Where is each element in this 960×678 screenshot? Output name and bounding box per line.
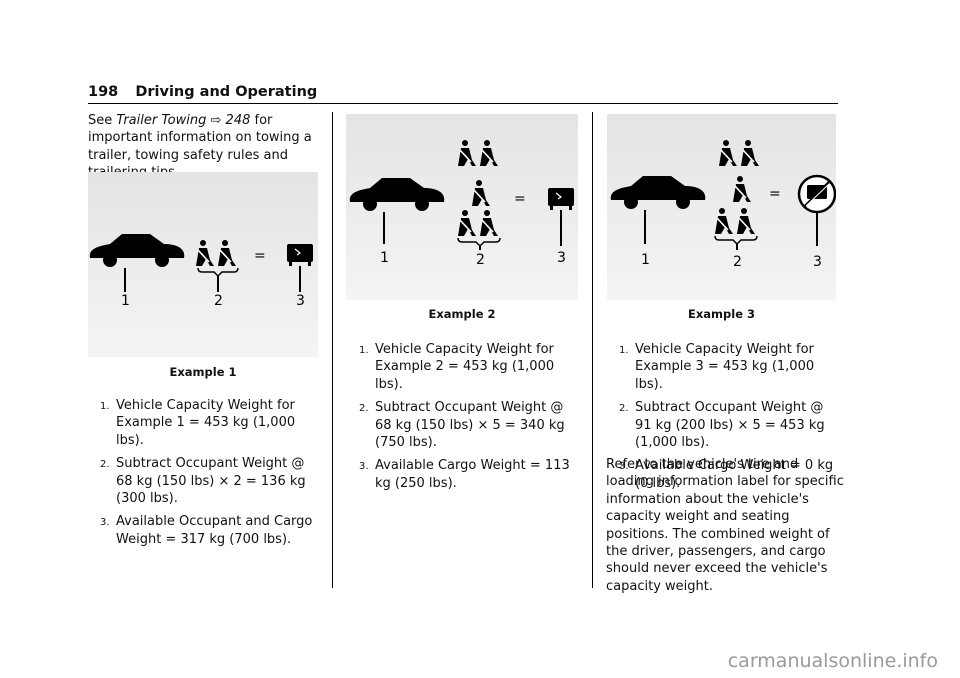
list-item: 2.Subtract Occupant Weight @ 68 kg (150 …	[100, 456, 306, 507]
label-1: 1	[380, 250, 389, 266]
vehicle-icon	[89, 234, 185, 267]
minus-sign: –	[434, 191, 441, 207]
equals-sign: =	[254, 248, 266, 264]
list-item: 3.Available Cargo Weight = 113 kg (250 l…	[359, 458, 570, 491]
label-3: 3	[557, 250, 566, 266]
minus-sign: –	[693, 188, 700, 204]
label-2: 2	[733, 254, 742, 270]
list-item: 1.Vehicle Capacity Weight for Example 2 …	[359, 342, 555, 392]
section-title: Driving and Operating	[135, 84, 318, 100]
example-2-figure: 1 – 2 = 3	[346, 114, 578, 300]
cargo-icon	[547, 187, 575, 211]
list-item: 3.Available Cargo Weight = 0 kg (0 lbs).	[619, 458, 834, 491]
occupant-icon	[479, 209, 499, 237]
vehicle-icon	[349, 178, 445, 211]
occupant-icon	[471, 179, 491, 207]
intro-paragraph: See Trailer Towing ⇨ 248 for important i…	[88, 113, 312, 180]
label-3: 3	[813, 254, 822, 270]
trailer-towing-page-ref[interactable]: 248	[225, 113, 251, 128]
example-1-caption: Example 1	[169, 365, 237, 379]
header-rule	[88, 103, 838, 104]
example-2-list: 1.Vehicle Capacity Weight for Example 2 …	[355, 341, 583, 498]
occupant-icon	[195, 239, 215, 267]
example-1-list: 1.Vehicle Capacity Weight for Example 1 …	[96, 397, 324, 554]
occupant-icon	[732, 175, 752, 203]
label-2: 2	[214, 293, 223, 309]
label-1: 1	[641, 252, 650, 268]
cargo-icon	[286, 243, 314, 267]
trailer-towing-link[interactable]: Trailer Towing	[116, 113, 207, 128]
closing-paragraph: Refer to the vehicle's tire and loading …	[606, 457, 844, 594]
example-2-caption: Example 2	[428, 307, 496, 321]
column-divider-1	[332, 112, 333, 588]
page-header: 198 Driving and Operating	[88, 84, 317, 100]
label-1: 1	[121, 293, 130, 309]
equals-sign: =	[769, 186, 781, 202]
example-3-figure: 1 – 2 = 3	[607, 114, 836, 300]
occupant-icon	[217, 239, 237, 267]
example-1-figure: 1 – 2 = 3	[88, 172, 318, 357]
occupant-icon	[714, 207, 734, 235]
example-3-caption: Example 3	[688, 307, 755, 321]
minus-sign: –	[176, 249, 183, 265]
occupant-icon	[740, 139, 760, 167]
list-item: 1.Vehicle Capacity Weight for Example 3 …	[619, 342, 815, 392]
list-item: 2.Subtract Occupant Weight @ 68 kg (150 …	[359, 400, 565, 451]
example-3-list: 1.Vehicle Capacity Weight for Example 3 …	[615, 341, 843, 498]
no-cargo-icon	[797, 174, 836, 214]
column-divider-2	[592, 112, 593, 588]
occupant-icon	[736, 207, 756, 235]
label-2: 2	[476, 252, 485, 268]
equals-sign: =	[514, 191, 526, 207]
page-number: 198	[88, 84, 119, 100]
list-item: 3.Available Occupant and Cargo Weight = …	[100, 514, 313, 547]
label-3: 3	[296, 293, 305, 309]
occupant-icon	[479, 139, 499, 167]
occupant-icon	[457, 139, 477, 167]
page-ref-arrow-icon: ⇨	[210, 113, 222, 128]
vehicle-icon	[610, 176, 706, 209]
occupant-icon	[718, 139, 738, 167]
list-item: 2.Subtract Occupant Weight @ 91 kg (200 …	[619, 400, 825, 451]
watermark: carmanualsonline.info	[727, 650, 938, 672]
list-item: 1.Vehicle Capacity Weight for Example 1 …	[100, 398, 296, 448]
occupant-icon	[457, 209, 477, 237]
